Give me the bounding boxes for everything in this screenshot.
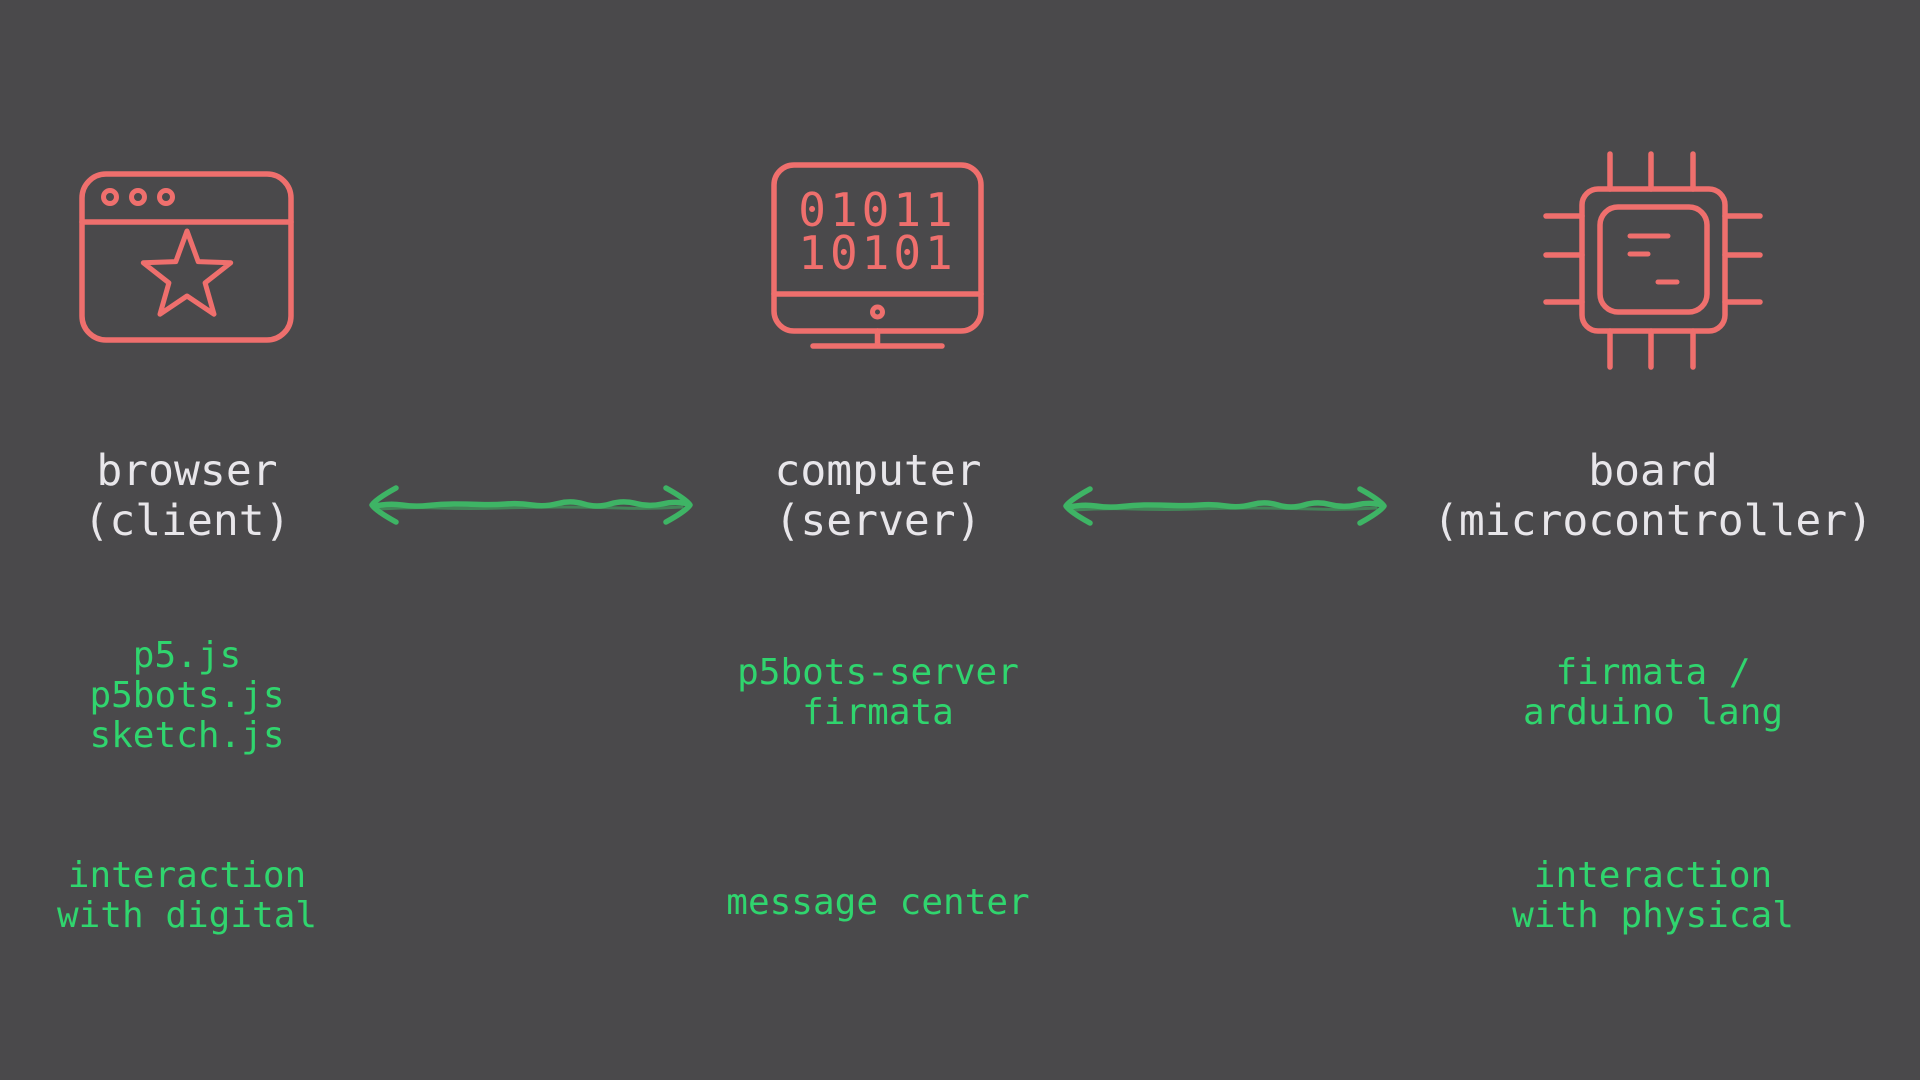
double-arrow-shape [1063,486,1387,526]
browser-window-frame [79,171,294,343]
board-title-line1: board [1588,446,1718,496]
double-arrow-shape [369,485,693,525]
browser-client-title: browser (client) [83,446,290,546]
desktop-computer-icon: 01011 10101 [771,162,984,349]
browser-window-icon [79,171,294,343]
chip-pins [1543,151,1763,370]
computer-board-arrow [1063,486,1387,526]
browser-window-buttons [101,188,175,206]
role-line: interaction [1533,855,1773,896]
binary-text-line2: 10101 [798,226,956,280]
chip-body [1579,186,1728,334]
binary-text-line1: 01011 [798,183,956,237]
board-role-text: interaction with physical [1512,856,1794,936]
computer-server-title: computer (server) [774,446,981,546]
browser-title-line2: (client) [83,496,291,546]
computer-tech-list: p5bots-server firmata [737,653,1019,733]
role-line: with digital [56,895,318,936]
arrowhead-left [369,485,399,525]
microchip-icon [1543,151,1763,370]
board-tech-list: firmata / arduino lang [1523,653,1783,733]
tech-item: firmata [802,692,954,733]
tech-item: p5bots.js [89,675,285,716]
board-microcontroller-title: board (microcontroller) [1433,446,1873,546]
tech-item: sketch.js [89,715,285,756]
role-line: message center [726,882,1030,923]
arrowhead-left [1063,486,1093,526]
role-line: interaction [67,855,307,896]
monitor-frame [771,162,984,349]
arrowhead-right [663,485,693,525]
chip-circuit-dashes [1627,233,1680,285]
star-icon [140,228,234,317]
power-button-icon [870,304,885,320]
role-line: with physical [1512,895,1794,936]
tech-item: p5bots-server [737,652,1019,693]
browser-title-line1: browser [96,446,278,496]
board-title-line2: (microcontroller) [1432,496,1874,546]
computer-title-line1: computer [774,446,982,496]
arrowhead-right [1357,486,1387,526]
tech-item: arduino lang [1522,692,1784,733]
tech-item: p5.js [132,635,242,676]
computer-title-line2: (server) [774,496,982,546]
computer-role-text: message center [726,883,1029,923]
browser-tech-list: p5.js p5bots.js sketch.js [89,636,284,756]
browser-computer-arrow [369,485,693,525]
tech-item: firmata / [1555,652,1751,693]
browser-role-text: interaction with digital [57,856,317,936]
